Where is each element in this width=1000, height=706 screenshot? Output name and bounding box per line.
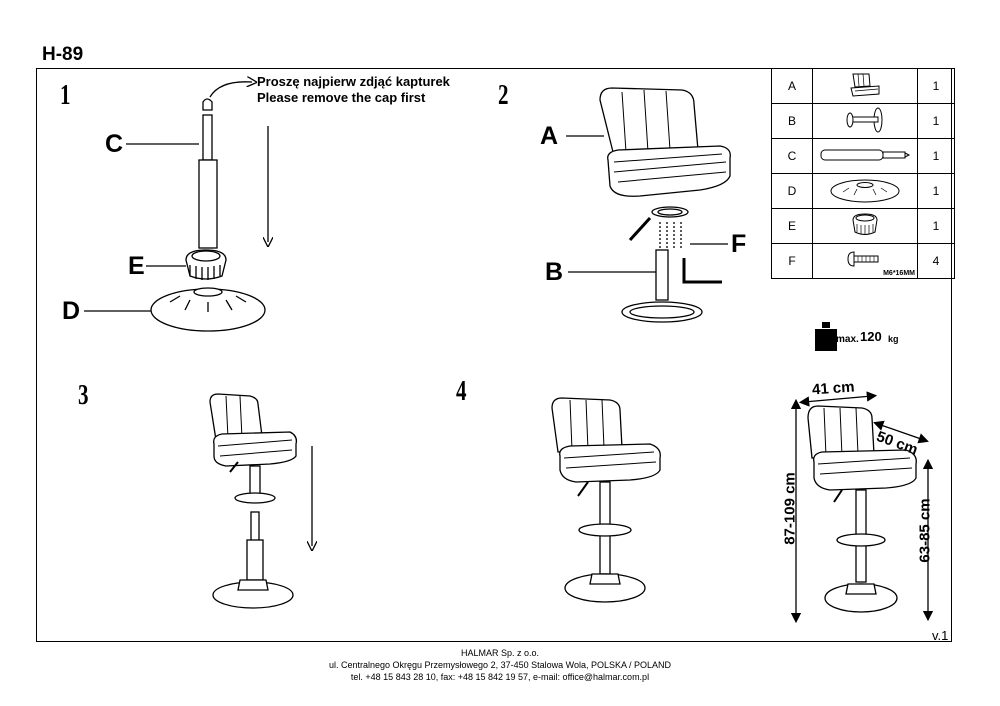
max-load: max. 120 kg: [814, 323, 914, 353]
version-label: v.1: [932, 628, 949, 643]
max-load-prefix: max.: [836, 334, 859, 345]
part-quantity: 1: [917, 68, 955, 104]
part-letter: F: [771, 243, 813, 279]
part-quantity: 1: [917, 138, 955, 174]
dimension-seat-height: 63-85 cm: [916, 498, 934, 563]
max-load-value: 120: [860, 329, 882, 344]
part-letter: A: [771, 68, 813, 104]
step-number-1: 1: [60, 80, 71, 111]
model-title: H-89: [42, 44, 84, 65]
weight-icon: [815, 322, 837, 351]
part-quantity: 4: [917, 243, 955, 279]
part-letter: C: [771, 138, 813, 174]
footrest-icon: [812, 103, 918, 139]
base-cover-icon: [812, 208, 918, 244]
label-b: B: [545, 258, 564, 286]
footer-company: HALMAR Sp. z o.o.: [460, 648, 540, 658]
screw-icon: M6*16MM: [812, 243, 918, 279]
base-icon: [812, 173, 918, 209]
table-row: B 1: [771, 103, 955, 139]
note-english: Please remove the cap first: [257, 90, 426, 105]
footer-address: ul. Centralnego Okręgu Przemysłowego 2, …: [328, 660, 671, 670]
step1-note: Proszę najpierw zdjąć kapturek Please re…: [257, 74, 450, 106]
footer-contact: tel. +48 15 843 28 10, fax: +48 15 842 1…: [350, 672, 650, 682]
part-quantity: 1: [917, 103, 955, 139]
step-number-3: 3: [78, 380, 89, 411]
part-quantity: 1: [917, 173, 955, 209]
step-number-2: 2: [498, 80, 509, 111]
max-load-unit: kg: [888, 334, 899, 344]
label-c: C: [105, 130, 124, 158]
part-letter: B: [771, 103, 813, 139]
step4-drawing: [551, 397, 661, 603]
label-e: E: [128, 252, 145, 280]
parts-table: A 1 B 1 C 1 D 1 E 1 F M6*16: [771, 68, 955, 279]
table-row: E 1: [771, 208, 955, 244]
gas-lift-icon: [812, 138, 918, 174]
label-d: D: [62, 297, 81, 325]
dimensions-drawing: [790, 391, 934, 624]
dimension-width: 41 cm: [811, 378, 856, 399]
part-letter: E: [771, 208, 813, 244]
label-a: A: [540, 122, 559, 150]
note-polish: Proszę najpierw zdjąć kapturek: [257, 74, 450, 89]
step-number-4: 4: [456, 376, 467, 407]
screw-spec: M6*16MM: [883, 270, 915, 277]
step1-drawing: [84, 82, 268, 332]
seat-icon: [812, 68, 918, 104]
part-letter: D: [771, 173, 813, 209]
table-row: F M6*16MM 4: [771, 243, 955, 279]
dimension-height: 87-109 cm: [781, 472, 799, 545]
step2-drawing: [566, 87, 731, 323]
label-f: F: [731, 230, 747, 258]
table-row: A 1: [771, 68, 955, 104]
footer: HALMAR Sp. z o.o. ul. Centralnego Okręgu…: [0, 647, 1000, 683]
table-row: D 1: [771, 173, 955, 209]
table-row: C 1: [771, 138, 955, 174]
step3-drawing: [209, 393, 312, 609]
part-quantity: 1: [917, 208, 955, 244]
instruction-frame: [36, 68, 952, 642]
